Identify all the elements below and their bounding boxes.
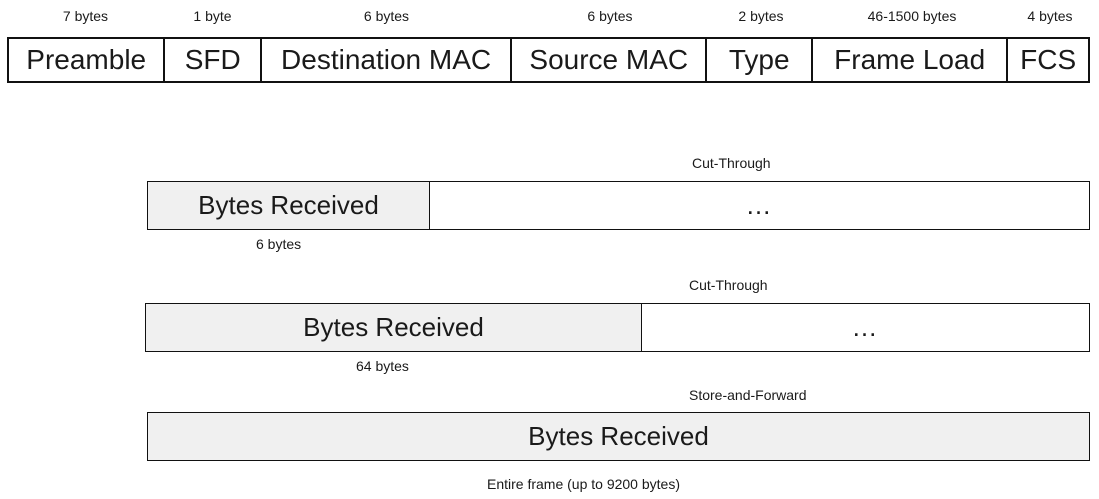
- bytes-received-segment-1: Bytes Received: [148, 182, 430, 229]
- amount-label-3: Entire frame (up to 9200 bytes): [487, 476, 680, 492]
- mode-label-cut-through-2: Cut-Through: [689, 277, 768, 293]
- field-size-preamble: 7 bytes: [62, 8, 109, 24]
- cut-through-bar-1: Bytes Received …: [147, 181, 1090, 230]
- mode-label-cut-through-1: Cut-Through: [692, 155, 771, 171]
- bytes-received-segment-2: Bytes Received: [146, 304, 642, 351]
- field-size-type: 2 bytes: [738, 8, 784, 24]
- amount-label-2: 64 bytes: [356, 358, 409, 374]
- field-source-mac: Source MAC: [512, 39, 708, 81]
- amount-label-1: 6 bytes: [256, 236, 302, 252]
- mode-label-store-and-forward: Store-and-Forward: [689, 387, 807, 403]
- field-destination-mac: Destination MAC: [262, 39, 513, 81]
- store-and-forward-bar: Bytes Received: [147, 412, 1090, 461]
- remaining-bytes-ellipsis-1: …: [745, 190, 774, 220]
- field-sfd: SFD: [165, 39, 263, 81]
- field-size-frame-load: 46-1500 bytes: [867, 8, 957, 24]
- ethernet-frame: Preamble SFD Destination MAC Source MAC …: [7, 37, 1090, 83]
- field-type: Type: [707, 39, 814, 81]
- field-size-sfd: 1 byte: [193, 8, 232, 24]
- field-size-fcs: 4 bytes: [1027, 8, 1073, 24]
- field-size-source-mac: 6 bytes: [587, 8, 633, 24]
- remaining-bytes-ellipsis-2: …: [851, 312, 880, 342]
- cut-through-bar-2: Bytes Received …: [145, 303, 1090, 352]
- field-fcs: FCS: [1020, 44, 1077, 75]
- field-preamble: Preamble: [9, 39, 166, 81]
- field-frame-load: Frame Load: [813, 39, 1009, 81]
- field-size-destination-mac: 6 bytes: [363, 8, 410, 24]
- bytes-received-segment-3: Bytes Received: [148, 413, 1089, 460]
